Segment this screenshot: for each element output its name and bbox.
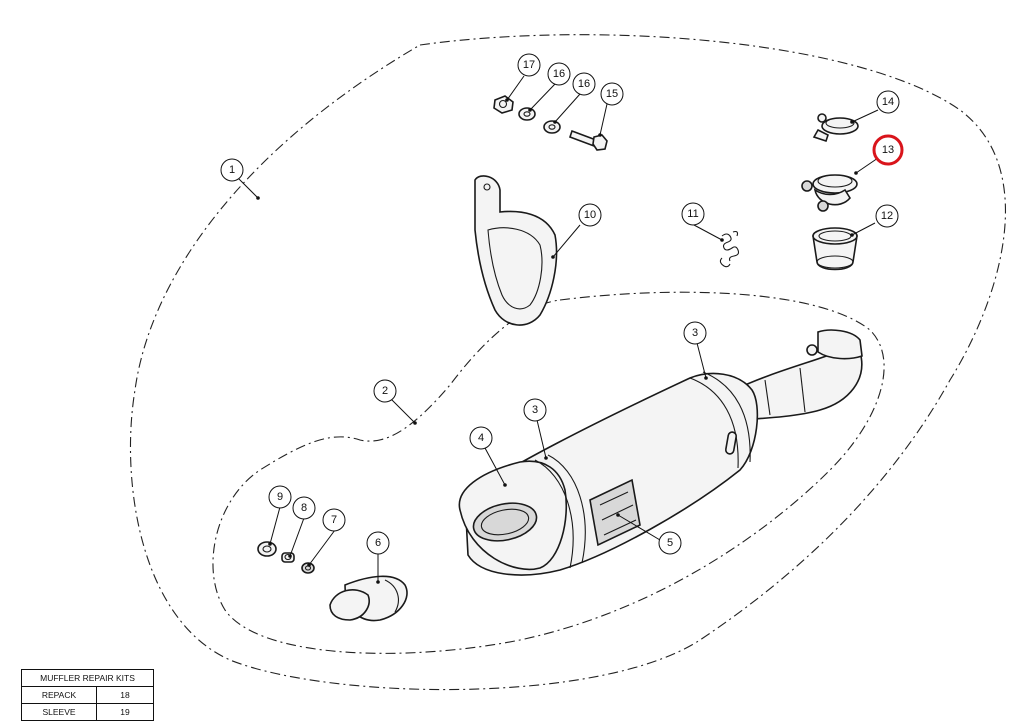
callout-3a[interactable]: 3 <box>683 321 707 345</box>
part-6-end-tip <box>329 575 408 622</box>
assembly-boundary-outer <box>129 34 1006 691</box>
callout-7-label: 7 <box>331 514 337 526</box>
part-15-bolt <box>568 129 608 151</box>
part-8-spacer <box>281 552 295 563</box>
callout-16b-label: 16 <box>553 68 565 80</box>
callout-6-label: 6 <box>375 537 381 549</box>
part-14-clamp <box>812 113 859 143</box>
callout-12[interactable]: 12 <box>875 204 899 228</box>
part-11-spring <box>719 230 740 268</box>
callout-4-label: 4 <box>478 432 484 444</box>
part-13-clamp <box>801 174 858 212</box>
callout-3b-label: 3 <box>532 404 538 416</box>
assembly-boundary-inner <box>212 291 885 654</box>
callout-3a-label: 3 <box>692 327 698 339</box>
kit-name-repack: REPACK <box>21 686 97 704</box>
callout-10-label: 10 <box>584 209 596 221</box>
part-10-bracket <box>474 175 558 326</box>
callout-16b[interactable]: 16 <box>547 62 571 86</box>
repair-kits-title: MUFFLER REPAIR KITS <box>21 669 154 687</box>
callout-3b[interactable]: 3 <box>523 398 547 422</box>
callout-1-label: 1 <box>229 164 235 176</box>
repair-kits-table: MUFFLER REPAIR KITS REPACK 18 SLEEVE 19 <box>21 669 154 721</box>
callout-8[interactable]: 8 <box>292 496 316 520</box>
kit-number-repack: 18 <box>96 686 154 704</box>
callout-17[interactable]: 17 <box>517 53 541 77</box>
callout-15[interactable]: 15 <box>600 82 624 106</box>
callout-2[interactable]: 2 <box>373 379 397 403</box>
callout-1[interactable]: 1 <box>220 158 244 182</box>
callout-12-label: 12 <box>881 210 893 222</box>
callout-2-label: 2 <box>382 385 388 397</box>
callout-4[interactable]: 4 <box>469 426 493 450</box>
callout-10[interactable]: 10 <box>578 203 602 227</box>
callout-9[interactable]: 9 <box>268 485 292 509</box>
callout-15-label: 15 <box>606 88 618 100</box>
callout-14-label: 14 <box>882 96 894 108</box>
part-4-muffler <box>458 371 759 576</box>
callout-13[interactable]: 13 <box>872 134 904 166</box>
callout-14[interactable]: 14 <box>876 90 900 114</box>
leader-lines <box>237 75 879 582</box>
part-12-sleeve <box>812 227 858 271</box>
table-row: SLEEVE 19 <box>21 703 154 721</box>
callout-6[interactable]: 6 <box>366 531 390 555</box>
kit-number-sleeve: 19 <box>96 703 154 721</box>
callout-11[interactable]: 11 <box>681 202 705 226</box>
callout-7[interactable]: 7 <box>322 508 346 532</box>
part-16-washer-b <box>543 120 561 134</box>
callout-9-label: 9 <box>277 491 283 503</box>
callout-5-label: 5 <box>667 537 673 549</box>
part-link-pipe <box>729 329 863 421</box>
part-17-nut <box>493 95 514 114</box>
callout-13-label: 13 <box>882 144 894 156</box>
callout-8-label: 8 <box>301 502 307 514</box>
part-16-washer-a <box>518 107 536 121</box>
callout-17-label: 17 <box>523 59 535 71</box>
part-9-washer <box>257 541 277 557</box>
kit-name-sleeve: SLEEVE <box>21 703 97 721</box>
leader-dots <box>256 98 858 584</box>
part-7-oring <box>301 562 315 574</box>
callout-11-label: 11 <box>687 208 698 220</box>
callout-16a[interactable]: 16 <box>572 72 596 96</box>
callout-5[interactable]: 5 <box>658 531 682 555</box>
callout-16a-label: 16 <box>578 78 590 90</box>
table-row: REPACK 18 <box>21 686 154 704</box>
